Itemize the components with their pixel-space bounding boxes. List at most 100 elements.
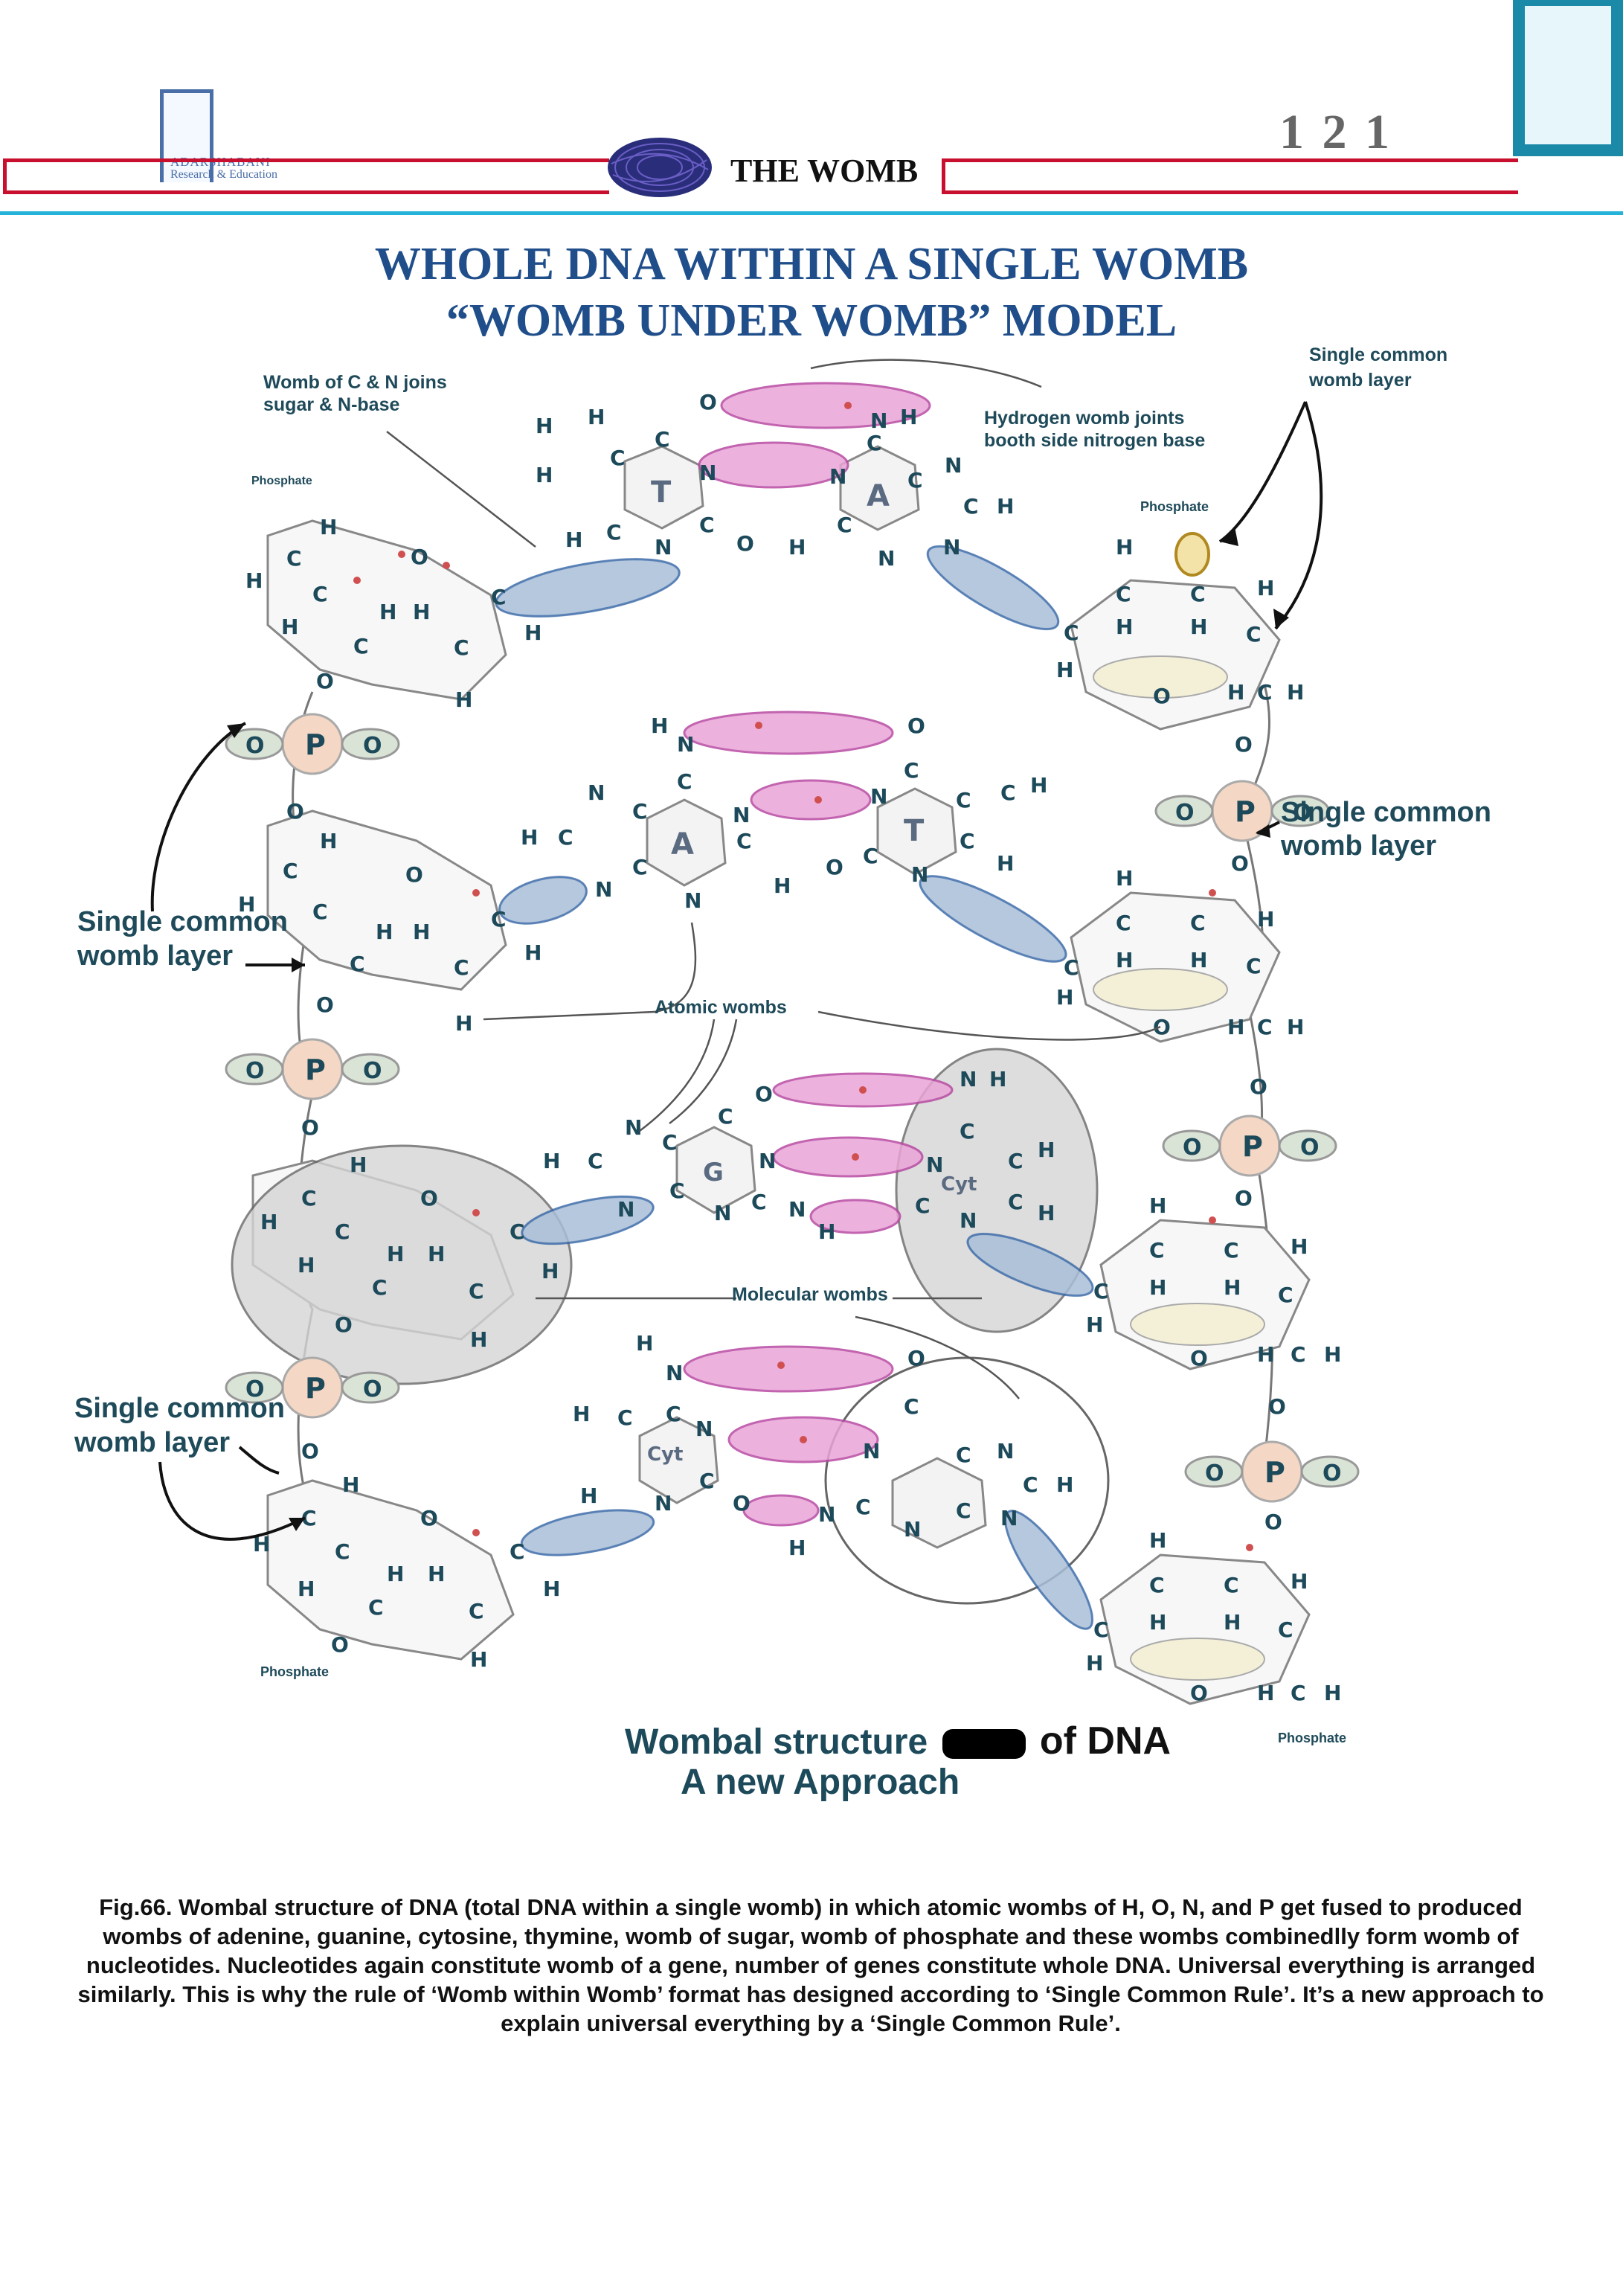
svg-text:C: C — [915, 1193, 931, 1218]
molecular-wombs-label: Molecular wombs — [732, 1284, 888, 1305]
svg-text:O: O — [826, 855, 843, 879]
svg-text:N: N — [684, 888, 701, 913]
svg-text:C: C — [855, 1495, 871, 1519]
svg-text:N: N — [759, 1149, 776, 1173]
base-a-2: A — [671, 827, 694, 862]
svg-text:C: C — [907, 468, 923, 493]
svg-text:H: H — [1227, 1015, 1244, 1039]
svg-text:O: O — [907, 714, 925, 738]
phosphate-label-top-left: Phosphate — [251, 475, 312, 487]
svg-text:C: C — [283, 859, 298, 883]
svg-text:H: H — [428, 1242, 445, 1266]
single-common-right-1: Single common — [1281, 797, 1491, 828]
svg-text:H: H — [455, 1011, 472, 1036]
svg-text:H: H — [387, 1562, 404, 1586]
svg-text:H: H — [1287, 680, 1304, 705]
svg-text:H: H — [997, 494, 1014, 519]
svg-text:H: H — [573, 1402, 590, 1426]
svg-text:C: C — [1278, 1283, 1293, 1307]
svg-text:N: N — [829, 464, 846, 489]
phosphate-cluster-right-2 — [1162, 1115, 1337, 1177]
single-common-right-2: womb layer — [1281, 830, 1437, 862]
svg-text:H: H — [1030, 773, 1047, 798]
svg-text:C: C — [588, 1149, 603, 1173]
svg-text:N: N — [655, 535, 672, 559]
svg-text:N: N — [1000, 1506, 1018, 1530]
single-common-top-2: womb layer — [1309, 370, 1412, 391]
page-title-line1: WHOLE DNA WITHIN A SINGLE WOMB — [374, 239, 1249, 289]
atomic-wombs-label: Atomic wombs — [655, 997, 787, 1018]
svg-text:H: H — [298, 1577, 315, 1601]
svg-text:C: C — [1093, 1617, 1109, 1642]
svg-text:H: H — [376, 920, 393, 944]
svg-text:O: O — [1153, 1015, 1171, 1039]
svg-text:H: H — [1116, 948, 1133, 972]
svg-text:H: H — [524, 621, 541, 645]
svg-text:C: C — [1257, 680, 1273, 705]
svg-text:O: O — [301, 1439, 319, 1463]
svg-text:H: H — [588, 405, 605, 429]
svg-text:H: H — [455, 687, 472, 712]
svg-text:H: H — [543, 1577, 560, 1601]
svg-text:H: H — [413, 600, 430, 624]
svg-text:O: O — [1268, 1394, 1286, 1419]
svg-text:H: H — [1038, 1138, 1055, 1162]
womb-globe-icon — [608, 138, 712, 197]
svg-text:O: O — [316, 993, 334, 1017]
svg-text:O: O — [411, 545, 428, 569]
svg-text:C: C — [956, 1443, 971, 1467]
dna-womb-diagram: P O O — [150, 359, 1360, 1705]
corner-tab — [1513, 0, 1623, 156]
svg-text:C: C — [863, 844, 878, 868]
svg-text:C: C — [867, 431, 882, 455]
new-approach-title: A new Approach — [681, 1763, 960, 1802]
svg-text:N: N — [677, 732, 694, 757]
svg-text:C: C — [1000, 780, 1016, 805]
base-g: G — [703, 1158, 724, 1187]
right-sugar-cream-wombs — [1093, 655, 1265, 1681]
svg-text:N: N — [878, 546, 895, 571]
svg-text:N: N — [870, 408, 887, 433]
svg-text:C: C — [606, 520, 622, 545]
svg-text:C: C — [1149, 1573, 1165, 1597]
svg-text:C: C — [666, 1402, 681, 1426]
svg-text:H: H — [1056, 658, 1073, 682]
wombal-structure-title: Wombal structure of DNA — [625, 1719, 1171, 1763]
svg-text:O: O — [1190, 1681, 1208, 1705]
svg-text:C: C — [956, 788, 971, 812]
single-common-left-1b: womb layer — [77, 940, 234, 972]
svg-text:C: C — [1224, 1238, 1239, 1263]
svg-text:C: C — [510, 1539, 525, 1564]
svg-text:N: N — [943, 535, 960, 559]
womb-c-n-label-1: Womb of C & N joins — [263, 372, 447, 393]
page-title-line2: “WOMB UNDER WOMB” MODEL — [446, 295, 1177, 346]
svg-text:H: H — [543, 1149, 560, 1173]
svg-text:O: O — [405, 862, 423, 887]
svg-text:C: C — [1064, 955, 1079, 980]
svg-text:H: H — [818, 1219, 835, 1244]
svg-text:H: H — [900, 405, 917, 429]
hydrogen-womb-label-1: Hydrogen womb joints — [984, 408, 1185, 429]
arrow-heads — [227, 527, 1289, 1531]
svg-text:H: H — [565, 527, 582, 552]
svg-text:C: C — [1064, 621, 1079, 645]
svg-text:C: C — [301, 1186, 317, 1210]
svg-text:H: H — [1287, 1015, 1304, 1039]
publisher-logo: ADARSHABANI Research & Education — [160, 89, 309, 186]
electron-dots — [353, 402, 1253, 1551]
svg-text:H: H — [997, 851, 1014, 876]
svg-text:H: H — [788, 535, 806, 559]
svg-text:C: C — [1224, 1573, 1239, 1597]
svg-text:N: N — [960, 1067, 977, 1091]
svg-text:H: H — [580, 1484, 597, 1508]
svg-text:N: N — [655, 1491, 672, 1516]
svg-text:C: C — [699, 1469, 715, 1493]
svg-text:H: H — [260, 1210, 277, 1234]
svg-text:O: O — [286, 799, 304, 824]
svg-text:C: C — [491, 907, 507, 931]
svg-text:H: H — [1324, 1342, 1341, 1367]
svg-text:C: C — [1008, 1149, 1023, 1173]
svg-text:C: C — [1190, 911, 1206, 935]
svg-text:C: C — [617, 1405, 633, 1430]
